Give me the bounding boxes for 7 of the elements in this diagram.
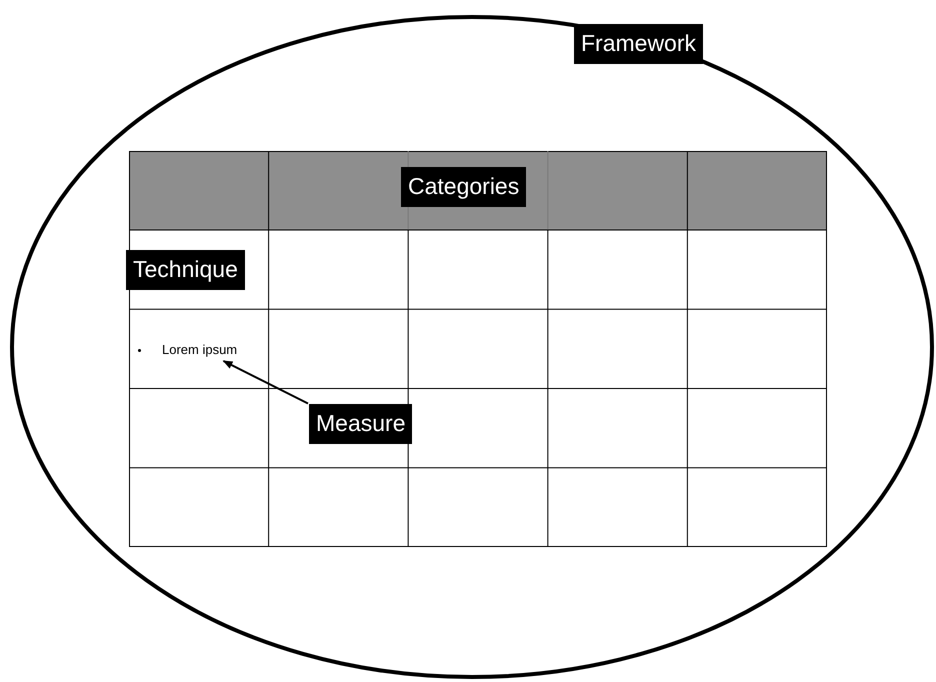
leader-arrow [222,360,308,404]
framework-ellipse [10,15,934,679]
callout-label: Measure [309,404,412,444]
table-grid [129,151,827,547]
column-header: Categories [401,167,526,207]
bullet-item: Lorem ipsum [162,341,238,359]
row-header: Technique [126,250,245,290]
